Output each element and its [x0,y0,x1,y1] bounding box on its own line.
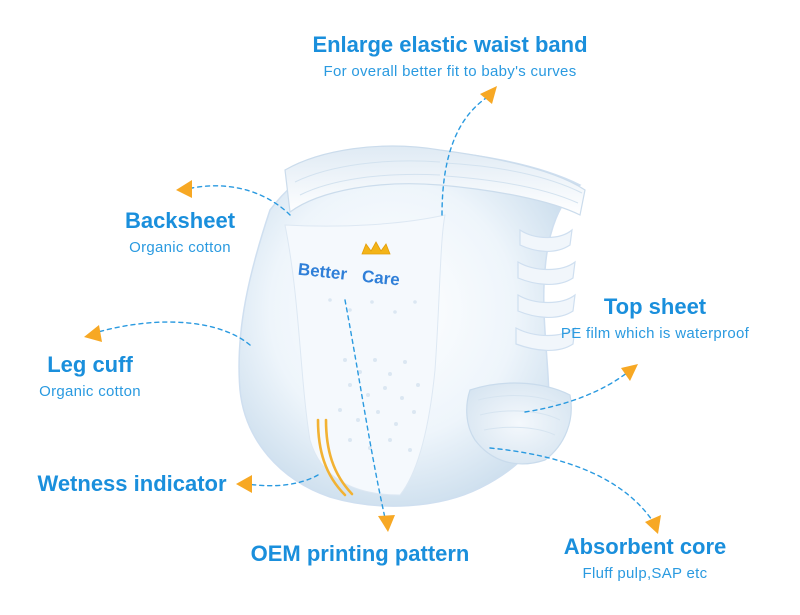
callout-absorbent-title: Absorbent core [563,534,727,559]
core-texture [328,298,420,452]
side-ruffles [515,228,576,351]
arrow-backsheet-icon [176,180,192,198]
connector-wetness [247,474,319,487]
wetness-indicator-lines [316,418,354,497]
callout-topsheet-title: Top sheet [603,294,707,319]
callout-leg-cuff: Leg cuff Organic cotton [15,352,165,402]
connector-waist [441,97,487,216]
callout-legcuff-title: Leg cuff [47,352,133,377]
elastic-waist-band [284,145,586,216]
connector-backsheet [191,185,291,216]
callout-waist-title: Enlarge elastic waist band [312,32,588,57]
diaper-illustration: Better Care [238,145,586,507]
arrow-topsheet-icon [621,364,638,381]
crown-icon [361,241,391,255]
connector-legcuff [97,321,251,346]
arrow-wetness-icon [236,475,252,493]
connector-oem [344,299,386,519]
callout-topsheet-subtitle: PE film which is waterproof [560,325,750,342]
arrow-legcuff-icon [84,325,102,342]
callout-backsheet-title: Backsheet [124,208,236,233]
callout-legcuff-subtitle: Organic cotton [39,383,141,400]
arrow-oem-icon [378,515,395,532]
waist-ruffles [294,160,583,204]
callout-absorbent-subtitle: Fluff pulp,SAP etc [582,565,708,582]
leg-cuff-ruffle [466,382,572,465]
arrow-absorbent-icon [645,515,661,534]
callout-wetness-indicator: Wetness indicator [22,471,242,497]
callout-backsheet: Backsheet Organic cotton [95,208,265,258]
arrow-waist-icon [480,86,497,104]
callout-wetness-title: Wetness indicator [37,471,227,496]
callout-oem-title: OEM printing pattern [250,541,470,566]
callout-absorbent-core: Absorbent core Fluff pulp,SAP etc [545,534,745,584]
brand-word-2: Care [361,267,401,290]
callout-waist-subtitle: For overall better fit to baby's curves [323,63,577,80]
callout-topsheet: Top sheet PE film which is waterproof [520,294,790,344]
callout-backsheet-subtitle: Organic cotton [129,239,231,256]
connector-absorbent [489,447,653,521]
callout-connectors [97,97,653,521]
callout-waist-band: Enlarge elastic waist band For overall b… [300,32,600,82]
callout-arrows [84,86,661,534]
callout-oem-printing: OEM printing pattern [225,541,495,567]
